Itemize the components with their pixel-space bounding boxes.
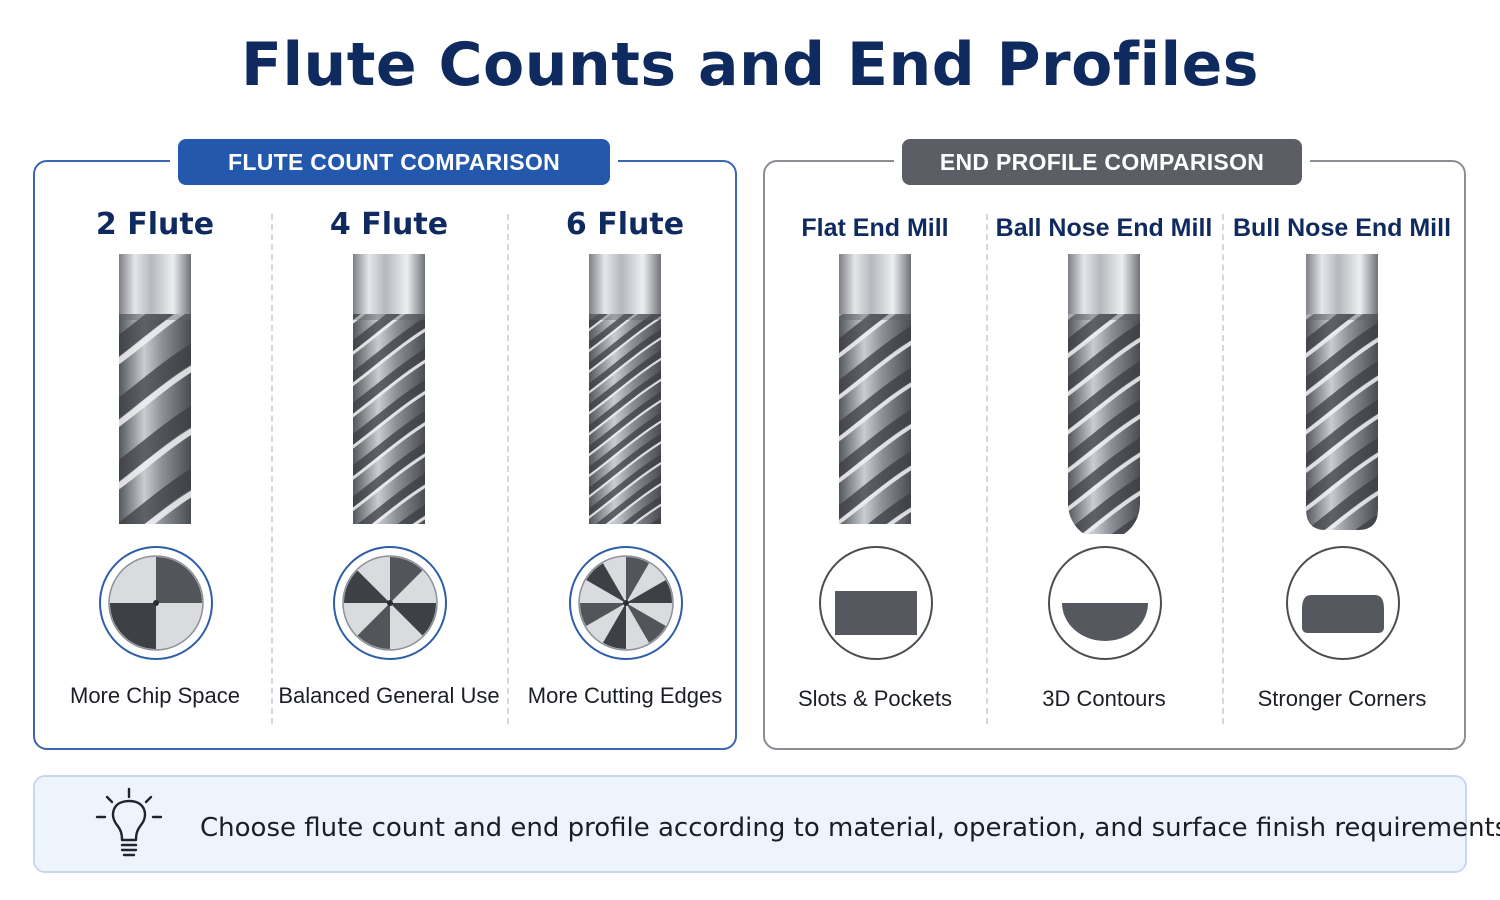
- flute-count-panel: FLUTE COUNT COMPARISON 2 Flute More Chip…: [33, 139, 737, 752]
- profile-item-title: Ball Nose End Mill: [995, 214, 1213, 242]
- flute-item-title: 2 Flute: [95, 207, 215, 242]
- end-view-4-flute-icon: [333, 546, 447, 660]
- column-divider: [271, 214, 273, 724]
- ball-nose-end-mill-image: [1068, 254, 1140, 534]
- profile-item-title: Bull Nose End Mill: [1232, 214, 1452, 242]
- flute-item-caption: More Chip Space: [70, 683, 240, 708]
- profile-item-caption: 3D Contours: [1042, 686, 1166, 711]
- flute-item-title: 6 Flute: [565, 207, 685, 242]
- flat-end-mill-image: [839, 254, 911, 524]
- tip-text: Choose flute count and end profile accor…: [200, 813, 1500, 843]
- lightbulb-icon: [95, 787, 163, 857]
- profile-item-flat: Flat End Mill Slots & Pockets: [757, 162, 993, 752]
- end-profile-header: END PROFILE COMPARISON: [902, 139, 1302, 185]
- flute-item-4: 4 Flute Balanced General Use: [271, 162, 507, 752]
- bull-profile-icon: [1286, 546, 1400, 660]
- column-divider: [507, 214, 509, 724]
- end-profile-panel: END PROFILE COMPARISON Flat End Mill Slo…: [763, 139, 1466, 752]
- flute-item-title: 4 Flute: [329, 207, 449, 242]
- end-mill-2-flute-image: [119, 254, 191, 524]
- profile-item-ball: Ball Nose End Mill 3D Contours: [986, 162, 1222, 752]
- profile-item-caption: Stronger Corners: [1257, 686, 1427, 711]
- bull-nose-end-mill-image: [1306, 254, 1378, 530]
- flute-count-header: FLUTE COUNT COMPARISON: [178, 139, 610, 185]
- end-view-2-flute-icon: [99, 546, 213, 660]
- column-divider: [1222, 214, 1224, 724]
- column-divider: [986, 214, 988, 724]
- tip-box: Choose flute count and end profile accor…: [33, 775, 1500, 873]
- profile-item-title: Flat End Mill: [801, 214, 949, 242]
- flute-item-caption: More Cutting Edges: [527, 683, 723, 708]
- profile-item-caption: Slots & Pockets: [797, 686, 953, 711]
- flute-item-2: 2 Flute More Chip Space: [37, 162, 273, 752]
- ball-profile-icon: [1048, 546, 1162, 660]
- flute-item-caption: Balanced General Use: [278, 683, 500, 708]
- page-title: Flute Counts and End Profiles: [240, 30, 1259, 100]
- flat-profile-icon: [819, 546, 933, 660]
- end-mill-6-flute-image: [589, 254, 661, 524]
- end-mill-4-flute-image: [353, 254, 425, 524]
- profile-item-bull: Bull Nose End Mill Stronger Corners: [1224, 162, 1460, 752]
- flute-item-6: 6 Flute More Cutting Edges: [507, 162, 743, 752]
- end-view-6-flute-icon: [569, 546, 683, 660]
